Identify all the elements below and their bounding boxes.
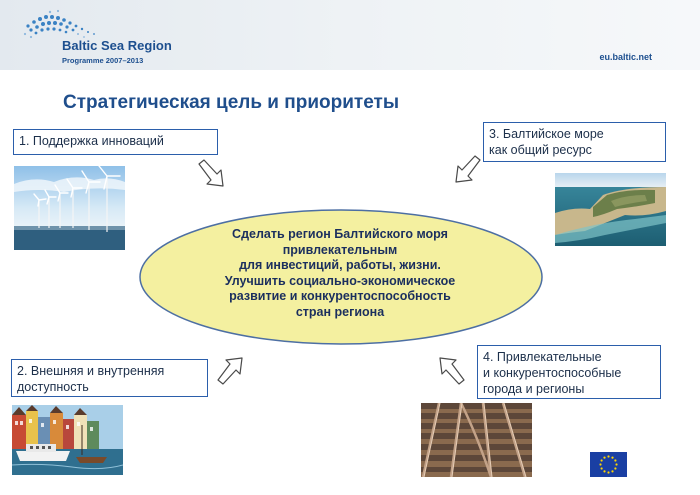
eu-flag-icon <box>590 452 627 477</box>
logo-title: Baltic Sea Region <box>62 38 172 53</box>
priority-box-3: 3. Балтийское море как общий ресурс <box>483 122 666 162</box>
priority-2-line: 2. Внешняя и внутренняя <box>17 364 165 378</box>
arrow-icon <box>439 357 465 385</box>
railway-tracks-photo <box>421 403 532 477</box>
goal-line: привлекательным <box>282 242 398 257</box>
priority-3-line: 3. Балтийское море <box>489 127 604 141</box>
strategic-goal-text: Сделать регион Балтийского моря привлека… <box>150 227 530 320</box>
priority-2-line: доступность <box>17 380 89 394</box>
priority-1-line: 1. Поддержка инноваций <box>19 134 164 148</box>
priority-3-line: как общий ресурс <box>489 143 592 157</box>
arrow-icon <box>217 357 243 385</box>
goal-line: развитие и конкурентоспособность <box>229 289 451 303</box>
goal-line: стран региона <box>295 304 385 319</box>
goal-line: Улучшить социально-экономическое <box>224 273 456 288</box>
goal-line: Сделать регион Балтийского моря <box>232 227 448 241</box>
coastline-aerial-photo <box>555 173 666 246</box>
arrow-icon <box>198 159 224 187</box>
priority-4-line: и конкурентоспособные <box>483 366 622 380</box>
logo-subtitle: Programme 2007–2013 <box>62 56 144 65</box>
strategic-goal-ellipse <box>137 207 545 347</box>
priority-box-2: 2. Внешняя и внутренняя доступность <box>11 359 208 397</box>
programme-logo[interactable]: Baltic Sea Region Programme 2007–2013 <box>22 8 172 65</box>
goal-line: для инвестиций, работы, жизни. <box>239 258 441 272</box>
wind-turbines-photo <box>14 166 125 250</box>
priority-4-line: города и регионы <box>483 382 585 396</box>
baltic-sea-region-logo-icon <box>23 9 95 39</box>
harbour-boats-photo <box>12 405 123 475</box>
arrow-icon <box>455 155 481 183</box>
website-url[interactable]: eu.baltic.net <box>599 52 652 62</box>
page-title: Стратегическая цель и приоритеты <box>63 92 400 113</box>
priority-4-line: 4. Привлекательные <box>483 350 602 364</box>
priority-box-4: 4. Привлекательные и конкурентоспособные… <box>477 345 661 399</box>
header-banner: Baltic Sea Region Programme 2007–2013 eu… <box>0 0 700 70</box>
priority-box-1: 1. Поддержка инноваций <box>13 129 218 155</box>
